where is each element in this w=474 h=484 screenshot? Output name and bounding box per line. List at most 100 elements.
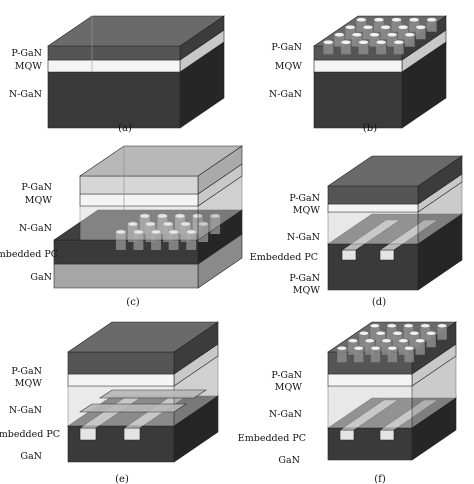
panel-f-mqw-front <box>327 373 413 387</box>
panel-d-stripe-1-front <box>341 249 357 261</box>
panel-b-caption: (b) <box>363 123 377 134</box>
panel-f-ngan-front <box>327 385 413 429</box>
panel-f-photonic-crystal-rod <box>426 331 437 348</box>
panel-b-photonic-crystal-rod <box>358 39 369 55</box>
panel-e-label-mqw: MQW <box>15 378 43 389</box>
panel-d-pgan-front <box>327 185 419 205</box>
panel-e-stripe-1-front <box>79 427 97 441</box>
panel-f-photonic-crystal-rod <box>420 323 431 340</box>
panel-c-embedded-pc-rod <box>180 221 191 242</box>
panel-b-label-ngan: N-GaN <box>269 89 302 100</box>
panel-c-label-mqw: MQW <box>25 195 53 206</box>
panel-c-pgan-front <box>79 175 199 195</box>
panel-c-label-gan: GaN <box>30 272 52 283</box>
panel-c-embedded-pc-rod <box>139 213 150 234</box>
panel-a-mqw-front <box>47 59 181 73</box>
panel-f-photonic-crystal-rod <box>369 323 380 340</box>
panel-f-photonic-crystal-rod <box>375 331 386 348</box>
panel-d-bottom-front <box>327 243 419 291</box>
panel-b-photonic-crystal-rod <box>334 32 345 47</box>
panel-f-label-gan: GaN <box>278 455 300 466</box>
panel-f-label-pgan: P-GaN <box>271 370 302 381</box>
panel-c: P-GaN MQW N-GaN Embedded PC GaN (c) <box>0 145 243 308</box>
panel-b-photonic-crystal-rod <box>408 17 420 32</box>
panel-e-label-embedded-pc: Embedded PC <box>0 429 60 440</box>
panel-f-photonic-crystal-rod <box>403 323 414 340</box>
panel-b: P-GaN MQW N-GaN (b) <box>269 15 447 134</box>
panel-f-photonic-crystal-rod <box>409 331 420 348</box>
panel-e: P-GaN MQW N-GaN Embedded PC GaN (e) <box>0 321 219 484</box>
panel-e-cross-stripe-1 <box>79 403 187 413</box>
panel-a-ngan-front <box>47 71 181 129</box>
panel-b-photonic-crystal-rod <box>340 39 352 55</box>
panel-e-label-ngan: N-GaN <box>9 405 42 416</box>
panel-f-label-embedded-pc: Embedded PC <box>238 433 306 444</box>
panel-b-photonic-crystal-rod <box>426 17 437 32</box>
panel-a-caption: (a) <box>118 123 132 134</box>
panel-a-label-ngan: N-GaN <box>9 89 42 100</box>
panel-c-embedded-pc-rod <box>150 229 162 250</box>
panel-f-photonic-crystal-rod <box>404 346 415 363</box>
panel-b-label-mqw: MQW <box>275 61 303 72</box>
panel-c-label-embedded-pc: Embedded PC <box>0 249 58 260</box>
panel-b-photonic-crystal-rod <box>369 32 380 47</box>
panel-d-stripe-2-front <box>379 249 395 261</box>
panel-c-pgan-top <box>79 145 243 177</box>
panel-f-photonic-crystal-rod <box>353 346 364 363</box>
panel-c-gan-front <box>53 263 199 289</box>
panel-a-label-mqw: MQW <box>15 61 43 72</box>
panel-c-embedded-pc-rod <box>145 221 156 242</box>
panel-b-photonic-crystal-rod <box>397 24 409 40</box>
panel-b-label-pgan: P-GaN <box>271 42 302 53</box>
panel-f-photonic-crystal-rod <box>392 331 403 348</box>
panel-f-photonic-crystal-rod <box>358 331 369 348</box>
panel-c-embedded-pc-rod <box>168 229 179 250</box>
panel-b-photonic-crystal-holes <box>323 17 437 55</box>
panel-b-photonic-crystal-rod <box>323 39 334 55</box>
panel-d-label-pgan-2: P-GaN <box>289 273 320 284</box>
panel-e-mqw-front <box>67 373 175 387</box>
panel-e-label-pgan: P-GaN <box>11 366 42 377</box>
panel-b-photonic-crystal-rod <box>386 32 398 47</box>
panel-d-label-mqw: MQW <box>293 205 321 216</box>
panel-f-photonic-crystal-rod <box>364 338 375 355</box>
panel-d-pgan-top <box>327 155 463 187</box>
panel-d-label-ngan: N-GaN <box>287 232 320 243</box>
panel-b-mqw-front <box>313 59 403 73</box>
panel-f-stripe-2-front <box>379 429 395 441</box>
panel-c-embedded-pc-rod <box>127 221 138 242</box>
panel-f-photonic-crystal-rod <box>437 323 448 340</box>
panel-a: P-GaN MQW N-GaN (a) <box>9 15 225 134</box>
panel-c-label-pgan: P-GaN <box>21 182 52 193</box>
panel-c-embedded-pc-rod <box>115 229 126 250</box>
panel-b-photonic-crystal-rod <box>415 24 426 40</box>
panel-d: P-GaN MQW N-GaN Embedded PC P-GaN MQW (d… <box>250 155 463 308</box>
panel-c-embedded-pc-rod <box>162 221 174 242</box>
panel-f-photonic-crystal-rod <box>370 346 381 363</box>
panel-b-photonic-crystal-rod <box>391 17 402 32</box>
panel-d-label-embedded-pc: Embedded PC <box>250 252 318 263</box>
panel-f-photonic-crystal-rod <box>347 338 358 355</box>
panel-c-caption: (c) <box>126 297 140 308</box>
panel-c-embedded-pc-rod <box>157 213 168 234</box>
panel-f: P-GaN MQW N-GaN Embedded PC GaN (f) <box>238 321 457 484</box>
panel-f-photonic-crystal-holes <box>336 323 448 363</box>
panel-e-pgan-front <box>67 351 175 375</box>
panel-b-photonic-crystal-rod <box>345 24 356 40</box>
panel-b-ngan-front <box>313 71 403 129</box>
panel-b-photonic-crystal-rod <box>356 17 367 32</box>
panel-b-photonic-crystal-rod <box>404 32 415 47</box>
panel-f-label-ngan: N-GaN <box>269 409 302 420</box>
panel-b-photonic-crystal-rod <box>393 39 404 55</box>
panel-f-label-mqw: MQW <box>275 382 303 393</box>
panel-b-photonic-crystal-rod <box>373 17 385 32</box>
panel-d-caption: (d) <box>372 297 386 308</box>
panel-c-embedded-pc-rod <box>186 229 197 250</box>
panel-b-photonic-crystal-rod <box>362 24 374 40</box>
panel-c-embedded-pc-rods <box>115 213 221 250</box>
panel-f-photonic-crystal-rod <box>386 323 397 340</box>
panel-d-label-pgan: P-GaN <box>289 193 320 204</box>
panel-a-pgan-front <box>47 45 181 61</box>
panel-c-embedded-pc-rod <box>133 229 144 250</box>
